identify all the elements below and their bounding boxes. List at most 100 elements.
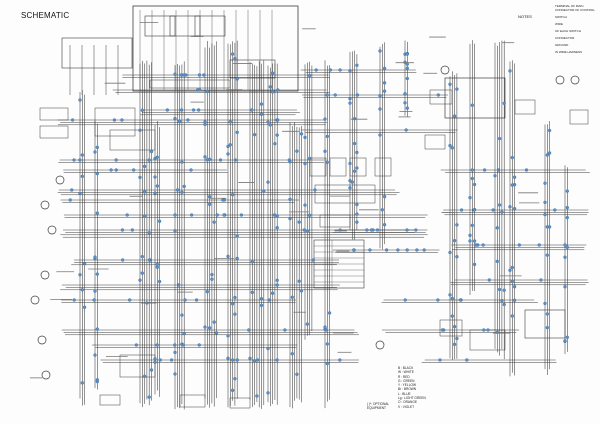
connector-dot xyxy=(303,135,307,140)
connector-dot xyxy=(226,254,230,258)
connector-dot xyxy=(189,213,194,217)
component-box xyxy=(444,77,506,119)
connector-dot xyxy=(472,208,476,212)
component-box xyxy=(132,5,299,92)
connector-dot xyxy=(78,158,82,162)
connector-dot xyxy=(275,226,279,230)
connector-dot xyxy=(348,69,352,73)
connector-dot xyxy=(266,180,270,184)
connector-dot xyxy=(355,202,359,207)
connector-dot xyxy=(510,265,514,270)
connector-dot xyxy=(157,219,162,223)
connector-dot xyxy=(95,145,99,149)
connector-dot xyxy=(250,108,254,112)
note-item: CONNECTOR xyxy=(555,36,575,40)
connector-dot xyxy=(173,372,177,376)
connector-dot xyxy=(142,190,147,194)
connector-dot xyxy=(303,162,307,166)
connector-dot xyxy=(405,62,409,66)
connector-dot xyxy=(203,155,207,159)
connector-dot xyxy=(109,168,113,172)
connector-dot xyxy=(553,208,557,212)
note-item: GROUND xyxy=(555,43,569,47)
connector-dot xyxy=(173,350,177,355)
connector-dot xyxy=(299,132,304,136)
connector-dot xyxy=(215,213,219,217)
connector-dot xyxy=(403,298,407,302)
connector-dot xyxy=(563,285,567,289)
connector-dot xyxy=(382,223,387,227)
connector-dot xyxy=(155,265,159,269)
connector-dot xyxy=(465,358,469,362)
connector-dot xyxy=(355,166,359,170)
connector-dot xyxy=(228,143,232,147)
connector-dot xyxy=(547,151,552,155)
connector-dot xyxy=(500,210,504,214)
connector-dot xyxy=(482,328,486,332)
connector-dot xyxy=(203,325,207,329)
connector-dot xyxy=(303,203,307,207)
connector-dot xyxy=(365,228,369,232)
component-box xyxy=(524,309,566,339)
connector-dot xyxy=(338,68,342,72)
connector-dot xyxy=(173,343,177,347)
connector-dot xyxy=(565,189,569,193)
connector-dot xyxy=(235,234,239,238)
connector-dot xyxy=(448,143,452,148)
connector-dot xyxy=(270,291,275,295)
connector-dot xyxy=(183,298,187,302)
connector-dot xyxy=(153,191,157,195)
component-box xyxy=(144,15,176,37)
legend-entry: Lg : LIGHT GREEN xyxy=(398,396,426,401)
connector-dot xyxy=(173,229,177,233)
connector-dot xyxy=(149,149,154,154)
component-box xyxy=(39,125,69,139)
note-item: SWITCH xyxy=(555,15,567,19)
component-symbol xyxy=(41,370,51,380)
connector-dot xyxy=(500,298,504,303)
connector-dot xyxy=(147,231,151,235)
connector-dot xyxy=(230,52,235,56)
connector-dot xyxy=(325,342,329,346)
connector-dot xyxy=(288,216,292,221)
component-symbol xyxy=(30,295,40,305)
connector-dot xyxy=(142,374,147,378)
connector-dot xyxy=(512,183,517,187)
connector-dot xyxy=(275,278,279,282)
connector-dot xyxy=(299,289,304,293)
component-box xyxy=(94,107,136,137)
connector-dot xyxy=(120,228,125,232)
optional-equipment-note: ( )*: OPTIONAL EQUIPMENT xyxy=(367,402,389,410)
connector-dot xyxy=(132,168,136,172)
connector-dot xyxy=(197,108,201,112)
connector-dot xyxy=(275,358,279,362)
connector-dot xyxy=(155,262,159,267)
connector-dot xyxy=(268,85,272,89)
legend-entry: B : BLACK xyxy=(398,366,414,370)
connector-dot xyxy=(149,368,154,372)
connector-dot xyxy=(325,160,329,164)
connector-dot xyxy=(276,88,280,92)
legend-entry: G : GREEN xyxy=(398,378,415,383)
connector-dot xyxy=(173,72,177,76)
connector-dot xyxy=(112,118,117,122)
connector-dot xyxy=(226,334,230,338)
connector-dot xyxy=(181,343,185,347)
connector-dot xyxy=(382,66,387,71)
connector-dot xyxy=(182,184,186,189)
connector-dot xyxy=(297,220,301,224)
connector-dot xyxy=(230,302,235,306)
connector-dot xyxy=(198,88,202,92)
connector-dot xyxy=(114,168,118,172)
connector-dot xyxy=(497,136,502,141)
connector-dot xyxy=(472,262,477,267)
component-box xyxy=(429,89,453,105)
connector-dot xyxy=(275,283,279,287)
connector-dot xyxy=(179,108,184,112)
connector-dot xyxy=(267,298,272,302)
connector-dot xyxy=(259,102,264,106)
connector-dot xyxy=(415,248,419,252)
connector-dot xyxy=(355,150,359,155)
connector-dot xyxy=(333,93,337,97)
connector-dot xyxy=(543,181,547,185)
